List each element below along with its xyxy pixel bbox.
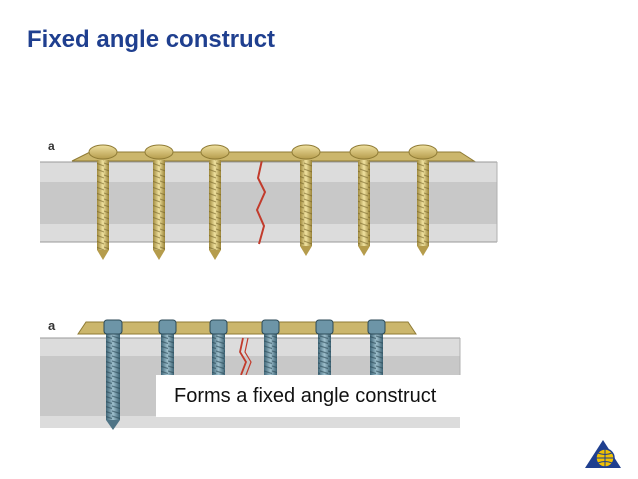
panel-label-top: a <box>48 139 55 153</box>
locking-plate <box>77 321 417 335</box>
blue-locking-screw <box>209 319 228 375</box>
institution-logo-icon <box>585 440 621 468</box>
panel-label-bottom: a <box>48 318 56 333</box>
gold-screw <box>144 144 174 260</box>
gold-screw <box>291 144 321 256</box>
gold-screw <box>200 144 230 260</box>
blue-locking-screw <box>158 319 177 375</box>
fracture-line-bottom <box>239 337 247 376</box>
bone-segment-right <box>260 161 498 243</box>
blue-locking-screw <box>261 319 280 375</box>
blue-locking-screw <box>315 319 334 375</box>
caption-box: Forms a fixed angle construct <box>156 375 501 417</box>
gold-screw <box>88 144 118 260</box>
gold-screw <box>349 144 379 256</box>
fracture-line-top <box>255 159 267 245</box>
slide-title: Fixed angle construct <box>27 26 276 53</box>
blue-locking-screw <box>367 319 386 375</box>
blue-locking-screw-long <box>103 319 123 430</box>
bone-segment-left <box>40 161 260 243</box>
gold-screw <box>408 144 438 256</box>
